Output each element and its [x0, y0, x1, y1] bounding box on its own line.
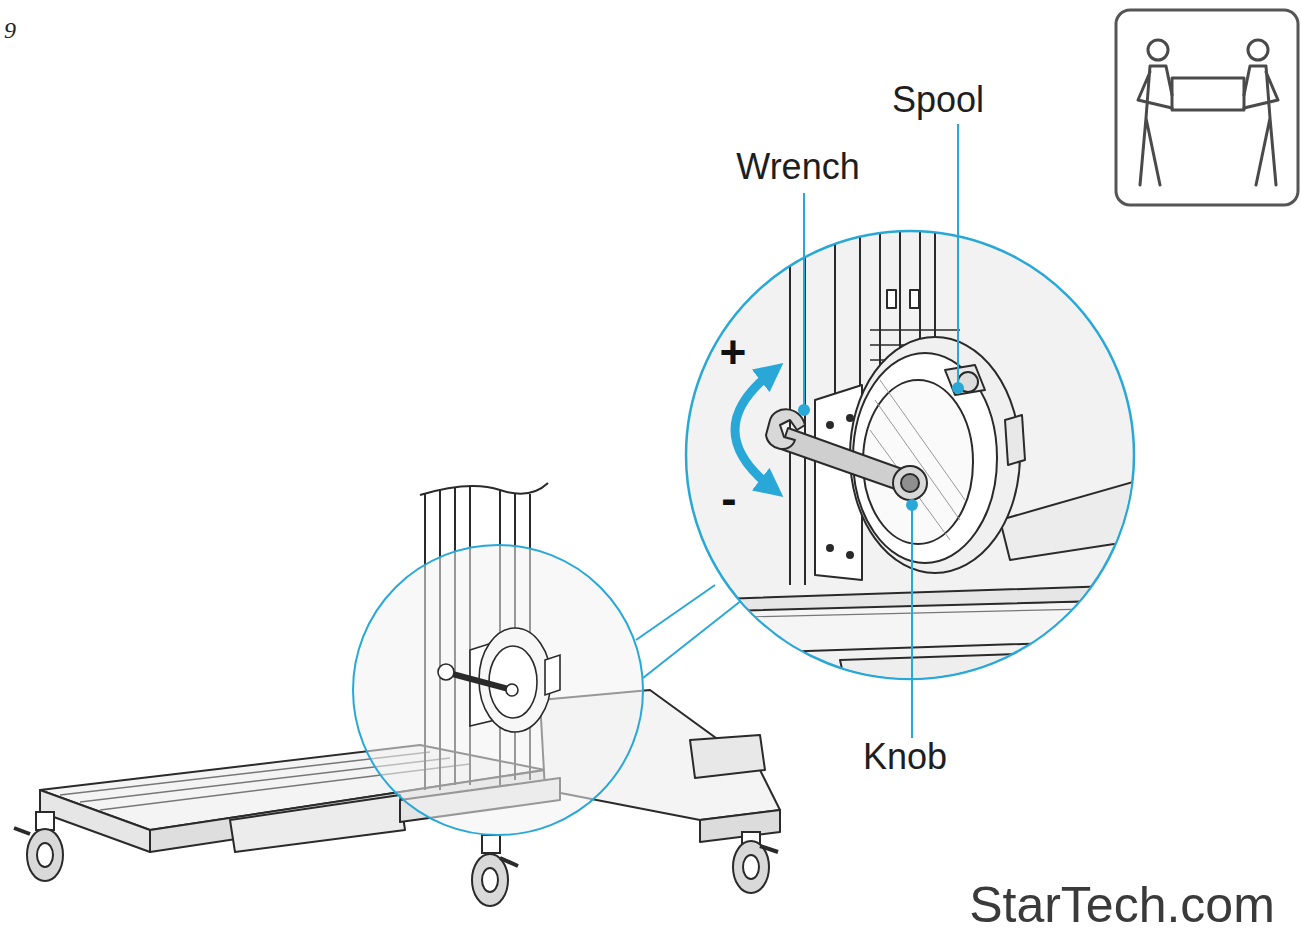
caster-wheels	[14, 812, 778, 906]
step-number: 9	[4, 17, 16, 43]
direction-sign: +	[720, 327, 747, 378]
part-label: Knob	[863, 737, 947, 777]
zoom-connector	[636, 585, 742, 678]
part-label: Wrench	[736, 147, 859, 187]
two-person-lift-icon	[1116, 10, 1298, 205]
rotation-arrow	[735, 372, 772, 488]
direction-sign: -	[721, 473, 736, 524]
part-label: Spool	[892, 80, 984, 120]
detail-circle-small	[353, 545, 643, 835]
leader-lines	[799, 124, 963, 738]
brand-watermark: StarTech.com	[969, 878, 1275, 933]
